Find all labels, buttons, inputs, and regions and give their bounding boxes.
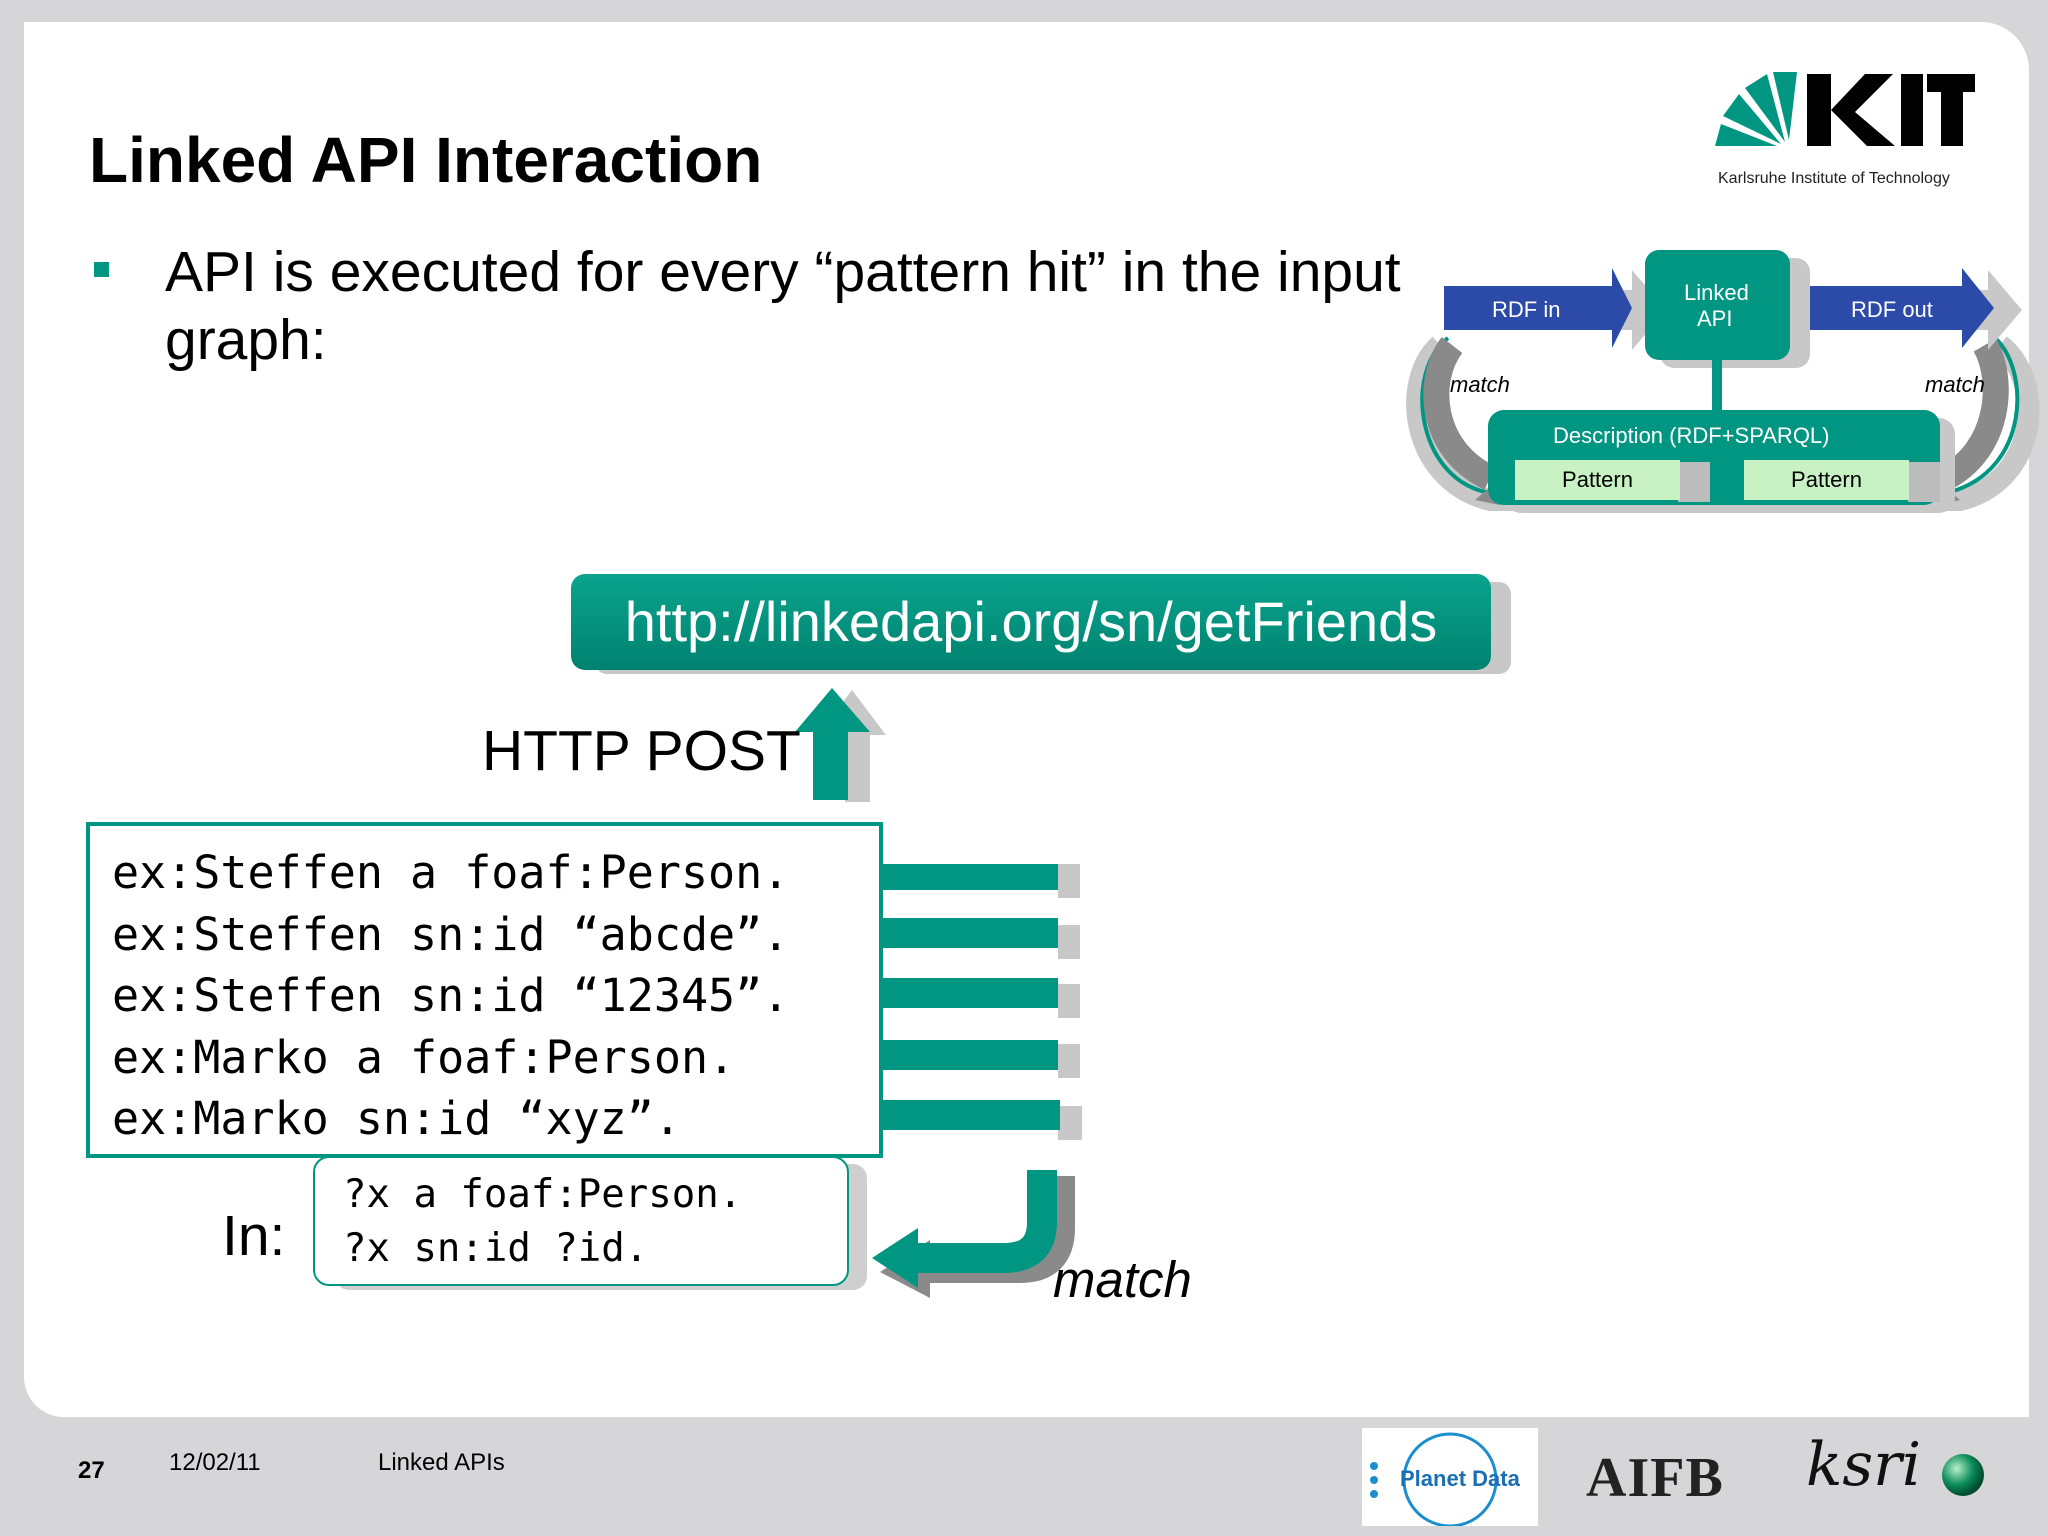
bullet-text: API is executed for every “pattern hit” … xyxy=(165,240,1401,372)
input-pattern-box: ?x a foaf:Person. ?x sn:id ?id. xyxy=(313,1156,849,1286)
planet-ring-icon xyxy=(1370,1432,1498,1526)
kit-logo-icon xyxy=(1715,72,1975,146)
planet-data-logo: Planet Data xyxy=(1362,1428,1538,1526)
linked-api-label-line1: Linked xyxy=(1684,280,1749,305)
rdf-out-label: RDF out xyxy=(1851,297,1933,322)
match-label: match xyxy=(1053,1251,1192,1308)
triple-line-4: ex:Marko a foaf:Person. xyxy=(112,1031,736,1084)
triple-line-3: ex:Steffen sn:id “12345”. xyxy=(112,969,790,1022)
triple-line-2: ex:Steffen sn:id “abcde”. xyxy=(112,908,790,961)
slide-title: Linked API Interaction xyxy=(89,124,763,196)
input-graph-box: ex:Steffen a foaf:Person. ex:Steffen sn:… xyxy=(86,822,883,1158)
ksri-sphere-icon xyxy=(1942,1454,1984,1496)
http-post-label: HTTP POST xyxy=(482,719,801,783)
match-right-label: match xyxy=(1925,372,1985,397)
footer-date: 12/02/11 xyxy=(169,1449,261,1476)
description-label: Description (RDF+SPARQL) xyxy=(1553,423,1830,448)
rdf-in-label: RDF in xyxy=(1492,297,1561,322)
footer-title: Linked APIs xyxy=(378,1449,505,1476)
linked-api-label-line2: API xyxy=(1697,306,1733,331)
bullet-square-icon xyxy=(94,262,109,277)
pattern-right-box: Pattern xyxy=(1744,460,1909,500)
triple-line-1: ex:Steffen a foaf:Person. xyxy=(112,846,790,899)
aifb-logo: AIFB xyxy=(1586,1447,1724,1509)
kit-subtitle: Karlsruhe Institute of Technology xyxy=(1718,170,1950,187)
triple-line-5: ex:Marko sn:id “xyz”. xyxy=(112,1092,681,1145)
planet-data-text: Planet Data xyxy=(1400,1466,1520,1491)
match-left-label: match xyxy=(1450,372,1510,397)
ksri-logo: ksri xyxy=(1806,1430,1922,1500)
in-label: In: xyxy=(222,1204,286,1268)
query-line-1: ?x a foaf:Person. xyxy=(343,1172,743,1217)
page-number: 27 xyxy=(78,1457,105,1484)
pattern-left-box: Pattern xyxy=(1515,460,1680,500)
query-line-2: ?x sn:id ?id. xyxy=(343,1226,649,1271)
api-url-box: http://linkedapi.org/sn/getFriends xyxy=(571,574,1491,670)
